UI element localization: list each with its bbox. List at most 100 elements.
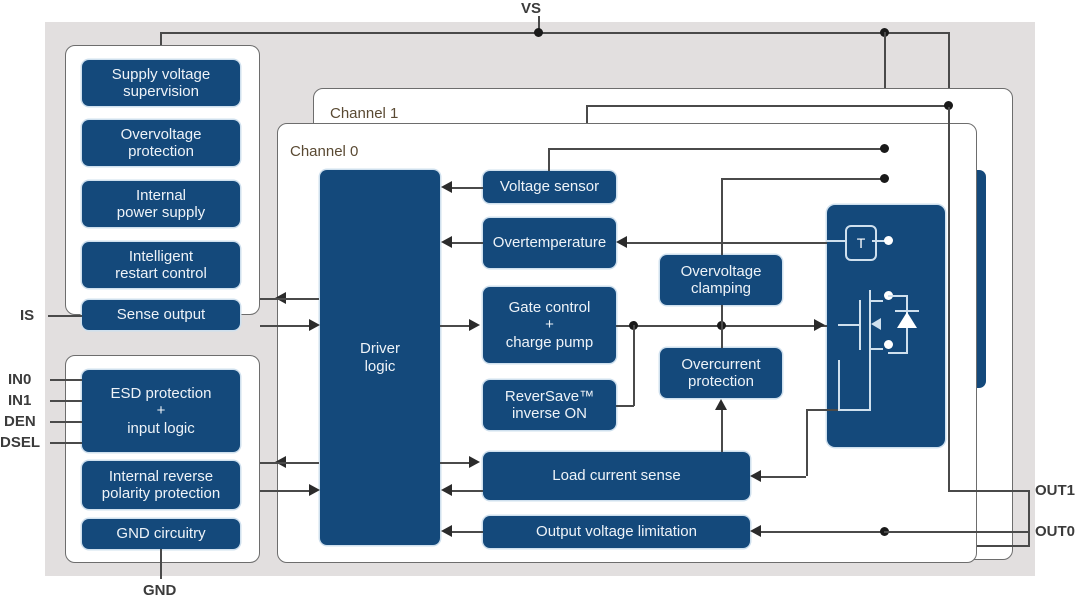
blk-line: input logic [127, 419, 195, 437]
wire-vsensor-to-driver [452, 187, 483, 189]
wire-lcs-to-ocp [721, 410, 723, 452]
blk-line: ESD protection [110, 385, 212, 403]
wire-otemp-to-driver [452, 242, 483, 244]
blk-line: ReverSave™ [504, 387, 595, 405]
wire-is [48, 315, 82, 317]
block-output-voltage-limitation[interactable]: Output voltage limitation [483, 516, 750, 548]
blk-line: Overtemperature [492, 234, 607, 252]
blk-line: polarity protection [101, 485, 221, 502]
wire-den [50, 421, 82, 423]
wire-driver-to-lcs [440, 462, 471, 464]
blk-line: inverse ON [511, 405, 587, 422]
block-overtemperature[interactable]: Overtemperature [483, 218, 616, 268]
arrow-out-to-ovl [750, 525, 761, 537]
mosfet-gate-lead [838, 324, 860, 326]
wire-ovl-to-driver [452, 531, 483, 533]
blk-line: Sense output [116, 306, 206, 324]
wire-vs-to-clamp-h [721, 178, 886, 180]
block-gate-control-charge-pump[interactable]: Gate control + charge pump [483, 287, 616, 363]
block-voltage-sensor[interactable]: Voltage sensor [483, 171, 616, 203]
block-load-current-sense[interactable]: Load current sense [483, 452, 750, 500]
blk-line: GND circuitry [116, 525, 206, 543]
wire-vs-stub [538, 16, 540, 33]
arrow-driver-to-lcs [469, 456, 480, 468]
blk-line: + [545, 316, 554, 334]
pin-label-dsel: DSEL [0, 434, 41, 451]
wire-source-to-lcs-v [806, 409, 808, 476]
wire-vs-to-supply [160, 32, 162, 45]
body-diode-triangle [897, 312, 917, 328]
wire-driver-left-in1 [286, 325, 311, 327]
body-diode-bot [888, 352, 908, 354]
blk-line: Overvoltage [120, 125, 202, 143]
blk-line: Output voltage limitation [536, 523, 697, 541]
block-gnd-circuitry[interactable]: GND circuitry [82, 519, 240, 549]
wire-reversave-v [633, 325, 635, 406]
arrow-t-to-otemp [616, 236, 627, 248]
wire-lcs-to-driver [452, 490, 483, 492]
blk-line: charge pump [505, 333, 594, 351]
blk-line: protection [688, 373, 754, 390]
blk-line: Supply voltage [111, 65, 211, 83]
wire-vs-to-clamp [721, 178, 723, 255]
arrow-driver-to-gate [469, 319, 480, 331]
blk-line: Driver [360, 340, 400, 358]
mosfet-channel-bar [869, 290, 871, 360]
pin-label-vs: VS [521, 0, 542, 17]
block-esd-protection-input-logic[interactable]: ESD protection + input logic [82, 370, 240, 452]
wire-out-to-ovl [761, 531, 888, 533]
pin-label-out0: OUT0 [1035, 523, 1076, 540]
mosfet-drain-lead [869, 300, 883, 302]
temperature-sensor-icon: T [845, 225, 877, 261]
wire-gnd [160, 549, 162, 579]
mosfet-gate-bar [859, 300, 861, 350]
wire-out-wrap-h [977, 545, 1030, 547]
blk-line: clamping [690, 280, 752, 297]
wire-driver-left-out2 [286, 462, 319, 464]
mosfet-source-wrap [838, 409, 871, 411]
blk-line: Internal [135, 186, 187, 204]
wire-ch1-feed-h [586, 105, 950, 107]
mosfet-body-arrow [871, 318, 881, 330]
mosfet-source-lead [869, 348, 883, 350]
wire-in0 [50, 379, 82, 381]
blk-line: logic [364, 357, 396, 375]
wire-vs-rail [160, 32, 950, 34]
wire-in1 [50, 400, 82, 402]
block-sense-output[interactable]: Sense output [82, 300, 240, 330]
junction-ch1-vs [944, 101, 953, 110]
channel-0-label: Channel 0 [290, 143, 359, 160]
wire-driver-to-input [260, 490, 286, 492]
wire-t-left [827, 240, 847, 242]
mosfet-source-down [869, 348, 871, 410]
wire-dsel [50, 442, 82, 444]
channel-1-label: Channel 1 [330, 105, 399, 122]
temp-sensor-label: T [856, 235, 866, 251]
blk-line: protection [128, 143, 194, 160]
wire-t-right [872, 240, 890, 242]
wire-source-to-lcs-h2 [761, 476, 806, 478]
arrow-driver-left-in1 [309, 319, 320, 331]
blk-line: Voltage sensor [499, 178, 600, 196]
pin-label-out1: OUT1 [1035, 482, 1076, 499]
arrow-source-to-lcs [750, 470, 761, 482]
junction-vs [534, 28, 543, 37]
arrow-vsensor-to-driver [441, 181, 452, 193]
blk-line: Gate control [508, 299, 591, 317]
pin-label-in0: IN0 [8, 371, 32, 388]
arrow-ovl-to-driver [441, 525, 452, 537]
arrow-driver-left-in2 [309, 484, 320, 496]
wire-t-to-otemp [627, 242, 827, 244]
wire-out0 [884, 531, 1030, 533]
junction-source [884, 340, 893, 349]
